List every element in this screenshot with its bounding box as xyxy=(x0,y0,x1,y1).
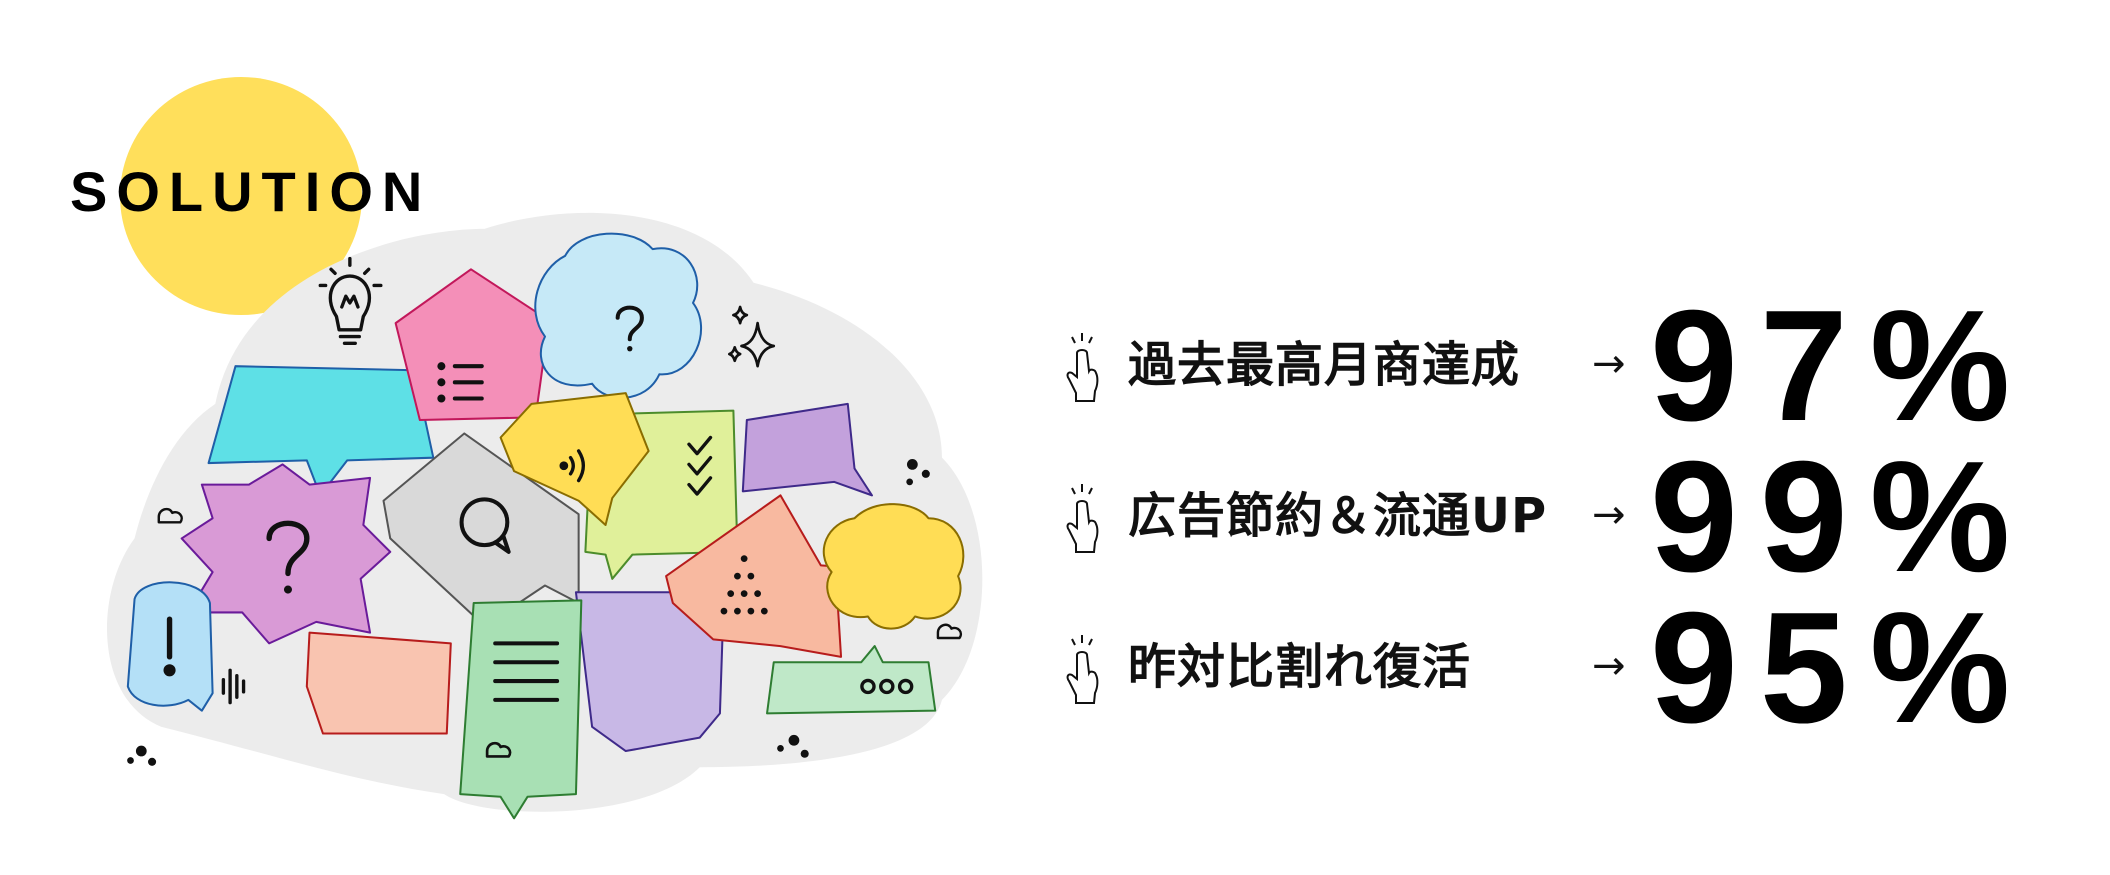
result-label: 広告節約＆流通UP xyxy=(1128,488,1548,544)
list-icon xyxy=(437,362,484,403)
green-text-bubble xyxy=(459,599,583,820)
question-icon xyxy=(615,305,644,342)
result-row: 過去最高月商達成 → 97% xyxy=(1062,287,2102,445)
pointing-hand-icon xyxy=(1066,333,1099,402)
result-value: 95% xyxy=(1650,580,2033,756)
chat-icon xyxy=(459,497,511,554)
arrow-icon: → xyxy=(1592,643,1626,689)
mint-ellipsis-bubble xyxy=(766,645,937,715)
lavender-bubble xyxy=(741,402,873,497)
yellow-cloud-bubble xyxy=(822,503,965,630)
checklist-icon xyxy=(687,435,713,496)
result-value: 97% xyxy=(1650,278,2033,454)
pointing-hand-icon xyxy=(1066,635,1099,704)
arrow-icon: → xyxy=(1592,341,1626,387)
text-lines-icon xyxy=(493,641,560,702)
section-title: SOLUTION xyxy=(70,160,432,223)
sound-wave-icon xyxy=(559,449,586,483)
result-label: 過去最高月商達成 xyxy=(1128,337,1521,393)
audio-wave-icon xyxy=(221,668,246,705)
result-row: 広告節約＆流通UP → 99% xyxy=(1062,438,2102,596)
yellow-pentagon-bubble xyxy=(499,392,650,526)
cloud-icon xyxy=(157,507,963,640)
ellipsis-icon xyxy=(860,678,914,695)
result-value: 99% xyxy=(1650,429,2033,605)
cloud-icon xyxy=(485,741,512,758)
exclamation-icon xyxy=(163,616,176,677)
splash-icon xyxy=(127,459,930,766)
result-label: 昨対比割れ復活 xyxy=(1128,639,1472,695)
result-row: 昨対比割れ復活 → 95% xyxy=(1062,589,2102,747)
lightbulb-icon xyxy=(318,256,383,345)
salmon-rect-bubble xyxy=(305,631,452,735)
pointing-hand-icon xyxy=(1066,484,1099,553)
question-icon xyxy=(266,520,310,577)
sparkle-icon xyxy=(728,305,776,368)
purple-starburst-bubble xyxy=(180,463,392,645)
arrow-icon: → xyxy=(1592,492,1626,538)
dots-icon xyxy=(720,555,768,615)
